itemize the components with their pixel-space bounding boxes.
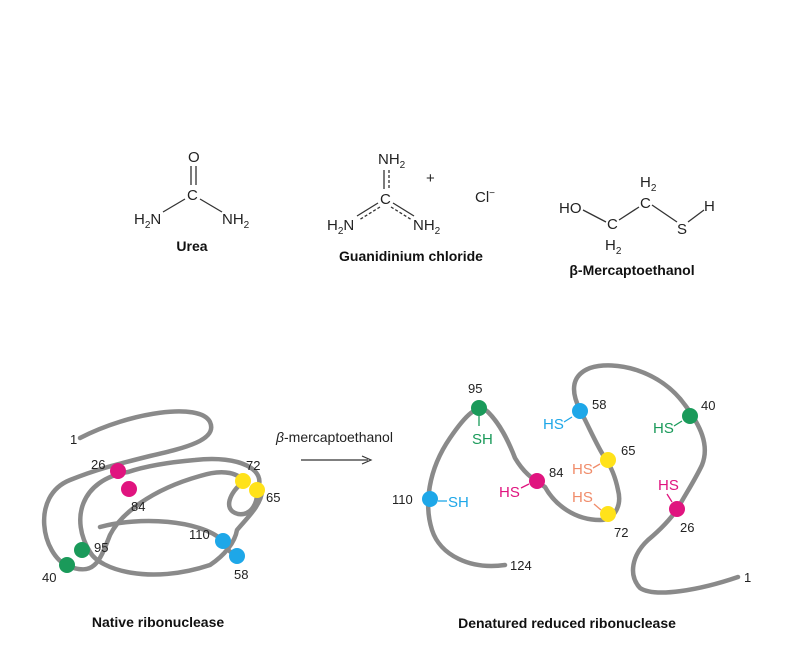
reaction-arrow-group: β-mercaptoethanol <box>275 429 393 465</box>
denatured-cys26-dot <box>669 501 685 517</box>
denatured-cys110-dot <box>422 491 438 507</box>
native-cys40-dot <box>59 557 75 573</box>
native-label-58: 58 <box>234 567 248 582</box>
denatured-cys84-dot <box>529 473 545 489</box>
native-cys58-dot <box>229 548 245 564</box>
denatured-hs58-label: HS <box>543 416 564 433</box>
native-label-72: 72 <box>246 458 260 473</box>
native-cys26-dot <box>110 463 126 479</box>
native-cys95-dot <box>74 542 90 558</box>
denatured-cys40-dot <box>682 408 698 424</box>
native-cys84-dot <box>121 481 137 497</box>
urea-left-bond <box>162 198 186 213</box>
guanidinium-structure: NH2 + C H2N NH2 Cl− Guanidinium chloride <box>327 151 495 264</box>
guanidinium-carbon-atom: C <box>380 191 391 208</box>
denatured-label-110: 110 <box>392 492 413 507</box>
denatured-label-1: 1 <box>744 570 751 585</box>
native-label-1: 1 <box>70 432 77 447</box>
urea-caption: Urea <box>176 238 207 254</box>
denatured-label-72: 72 <box>614 525 628 540</box>
chloride-ion: Cl− <box>475 188 495 206</box>
denatured-cys95-dot <box>471 400 487 416</box>
denatured-label-84: 84 <box>549 465 563 480</box>
native-label-110: 110 <box>189 527 210 542</box>
guanidinium-right-amine: NH2 <box>413 217 441 237</box>
denatured-label-40: 40 <box>701 398 715 413</box>
reaction-reagent-label: β-mercaptoethanol <box>275 429 393 445</box>
native-label-84: 84 <box>131 499 145 514</box>
denatured-sh95-label: SH <box>472 431 493 448</box>
mercaptoethanol-c2-hydrogens: H2 <box>640 174 657 194</box>
mercaptoethanol-hydroxyl: HO <box>559 200 582 217</box>
denatured-hs72-label: HS <box>572 489 593 506</box>
denatured-label-65: 65 <box>621 443 635 458</box>
guanidinium-caption: Guanidinium chloride <box>339 248 483 264</box>
guanidinium-left-bond <box>356 202 379 217</box>
native-label-40: 40 <box>42 570 56 585</box>
guanidinium-plus-charge: + <box>426 170 435 187</box>
denatured-chain <box>426 363 741 595</box>
mercaptoethanol-c1-hydrogens: H2 <box>605 237 622 257</box>
native-caption: Native ribonuclease <box>92 614 224 630</box>
native-label-95: 95 <box>94 540 108 555</box>
mercaptoethanol-thiol-hydrogen: H <box>704 198 715 215</box>
denatured-cys58-dot <box>572 403 588 419</box>
guanidinium-right-partial-bond <box>390 206 413 221</box>
hs72-link <box>593 503 602 511</box>
native-cys65-dot <box>249 482 265 498</box>
denatured-cys72-dot <box>600 506 616 522</box>
reaction-arrowhead <box>361 455 373 465</box>
native-ribonuclease: 1 26 84 72 65 95 40 110 58 Native ribonu… <box>42 409 280 630</box>
mercaptoethanol-bond-3 <box>651 204 678 223</box>
guanidinium-left-amine: H2N <box>327 217 354 237</box>
hs58-link <box>563 416 573 423</box>
denatured-hs65-label: HS <box>572 461 593 478</box>
guanidinium-top-amine: NH2 <box>378 151 406 171</box>
denatured-hs84-label: HS <box>499 484 520 501</box>
mercaptoethanol-sulfur: S <box>677 221 687 238</box>
mercaptoethanol-bond-4 <box>687 209 705 223</box>
urea-left-amine: H2N <box>134 211 161 231</box>
urea-right-amine: NH2 <box>222 211 250 231</box>
hs65-link <box>592 463 601 469</box>
urea-oxygen-atom: O <box>188 149 200 166</box>
denatured-caption: Denatured reduced ribonuclease <box>458 615 676 631</box>
mercaptoethanol-caption: β-Mercaptoethanol <box>569 262 694 278</box>
denatured-label-58: 58 <box>592 397 606 412</box>
urea-structure: O C H2N NH2 Urea <box>134 149 250 254</box>
mercaptoethanol-carbon-2: C <box>640 195 651 212</box>
mercaptoethanol-bond-1 <box>582 209 607 223</box>
mercaptoethanol-bond-2 <box>618 206 640 221</box>
hs84-link <box>520 483 530 489</box>
urea-carbon-atom: C <box>187 187 198 204</box>
urea-right-bond <box>199 198 223 213</box>
denatured-ribonuclease: SH HS HS HS HS SH HS HS 95 58 40 65 84 1… <box>392 363 751 631</box>
native-cys72-dot <box>235 473 251 489</box>
denatured-hs40-label: HS <box>653 420 674 437</box>
mercaptoethanol-carbon-1: C <box>607 216 618 233</box>
hs26-link <box>666 493 673 503</box>
denatured-hs26-label: HS <box>658 477 679 494</box>
hs40-link <box>673 420 683 427</box>
native-label-65: 65 <box>266 490 280 505</box>
guanidinium-left-partial-bond <box>358 206 381 221</box>
denatured-cys65-dot <box>600 452 616 468</box>
denatured-sh110-label: SH <box>448 494 469 511</box>
native-cys110-dot <box>215 533 231 549</box>
native-label-26: 26 <box>91 457 105 472</box>
denatured-label-95: 95 <box>468 381 482 396</box>
guanidinium-right-bond <box>392 202 415 217</box>
denatured-label-124: 124 <box>510 558 532 573</box>
denatured-label-26: 26 <box>680 520 694 535</box>
mercaptoethanol-structure: HO C H2 C H2 S H β-Mercaptoethanol <box>559 174 715 278</box>
